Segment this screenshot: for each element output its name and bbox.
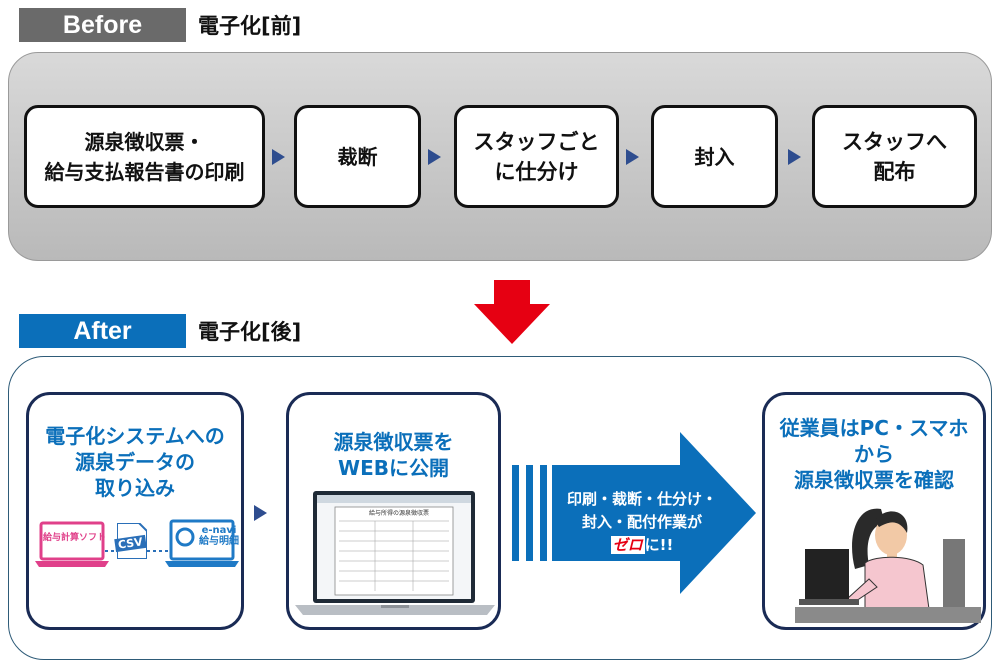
step-sort-line1: スタッフごと	[473, 129, 600, 154]
card-web-publish: 源泉徴収票を WEBに公開 給与所得の源泉徴収票	[286, 392, 501, 630]
after-tag: After	[19, 314, 186, 348]
flow-arrow-icon	[626, 149, 639, 165]
card-data-import-line1: 電子化システムへの	[45, 424, 225, 448]
flow-arrow-icon	[788, 149, 801, 165]
card-employee-view-line1: 従業員はPC・スマホ	[779, 416, 969, 440]
enavi-logo-text: e-navi	[201, 525, 237, 536]
payroll-software-label: 給与計算ソフト	[43, 533, 107, 543]
card-data-import-line2: 源泉データの	[75, 450, 195, 474]
enavi-logo-sub: 給与明細	[199, 536, 239, 547]
step-distribute-line1: スタッフへ	[842, 129, 947, 154]
before-tag: Before	[19, 8, 186, 42]
zero-label: ゼロ	[610, 536, 645, 554]
card-employee-view: 従業員はPC・スマホ から 源泉徴収票を確認	[762, 392, 986, 630]
step-print-line1: 源泉徴収票・	[84, 129, 205, 154]
step-distribute-line2: 配布	[873, 159, 916, 184]
step-cut-label: 裁断	[337, 144, 378, 169]
card-web-publish-line2: WEBに公開	[338, 456, 449, 480]
zero-work-arrow	[512, 432, 756, 594]
step-distribute: スタッフへ 配布	[812, 105, 977, 208]
laptop-document-icon	[295, 491, 495, 615]
zero-work-line2: 封入・配付作業が	[581, 513, 702, 531]
step-cut: 裁断	[294, 105, 421, 208]
before-heading: 電子化[前]	[198, 14, 302, 38]
step-print-line2: 給与支払報告書の印刷	[44, 159, 245, 184]
payroll-laptop-icon	[35, 521, 109, 567]
card-data-import-line3: 取り込み	[95, 476, 175, 500]
flow-arrow-icon	[272, 149, 285, 165]
card-employee-view-line3: 源泉徴収票を確認	[794, 468, 954, 492]
step-enclose: 封入	[651, 105, 778, 208]
card-web-publish-line1: 源泉徴収票を	[333, 430, 454, 454]
zero-work-text: 印刷・裁断・仕分け・ 封入・配付作業が ゼロに!!	[552, 488, 732, 557]
down-arrow-icon	[474, 280, 550, 344]
step-enclose-label: 封入	[694, 144, 735, 169]
step-print: 源泉徴収票・ 給与支払報告書の印刷	[24, 105, 265, 208]
zero-work-line1: 印刷・裁断・仕分け・	[566, 490, 717, 508]
flow-arrow-icon	[428, 149, 441, 165]
step-sort: スタッフごと に仕分け	[454, 105, 619, 208]
after-heading: 電子化[後]	[198, 320, 302, 344]
doc-title: 給与所得の源泉徴収票	[369, 510, 430, 517]
employee-illustration	[795, 508, 981, 623]
enavi-logo: e-navi 給与明細	[199, 525, 239, 547]
enavi-laptop-icon	[165, 519, 239, 567]
step-sort-line2: に仕分け	[494, 159, 579, 184]
zero-suffix: に!!	[644, 536, 674, 554]
card-data-import: 電子化システムへの 源泉データの 取り込み 給与計算ソフト CSV e-navi…	[26, 392, 244, 630]
flow-arrow-icon	[254, 505, 267, 521]
card-employee-view-line2: から	[854, 442, 894, 466]
